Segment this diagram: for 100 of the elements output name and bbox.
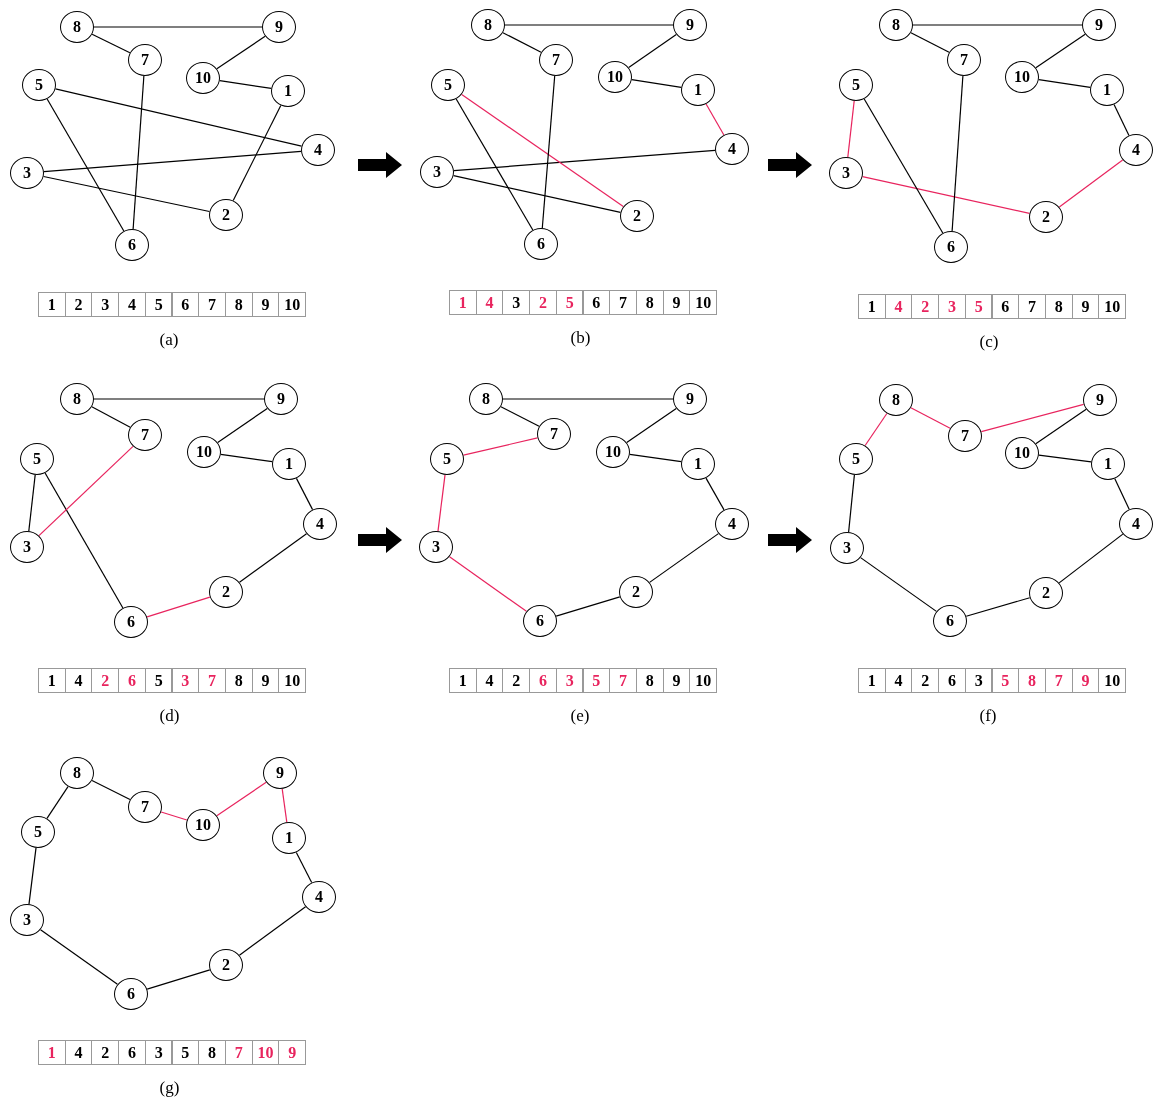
edge-line (626, 407, 677, 444)
node-circle: 5 (21, 816, 55, 848)
array-cell: 1 (38, 292, 66, 317)
panel-caption: (f) (979, 706, 997, 726)
array-cell: 8 (1018, 668, 1046, 693)
node-circle: 1 (272, 448, 306, 480)
array-cell: 6 (938, 668, 966, 693)
edge-line (502, 32, 542, 53)
edge-line (93, 26, 263, 28)
array-cell: 8 (224, 668, 253, 693)
edge-line (46, 786, 69, 819)
node-circle: 7 (128, 419, 162, 451)
array-cell: 2 (91, 668, 120, 693)
array-cell: 1 (38, 668, 66, 693)
edge-line (452, 175, 622, 213)
edge-line (1058, 533, 1124, 584)
edge-line (502, 398, 674, 400)
node-circle: 10 (186, 809, 220, 841)
node-circle: 2 (209, 199, 243, 231)
node-circle: 7 (947, 44, 981, 76)
edge-line (504, 24, 674, 26)
node-circle: 5 (20, 443, 54, 475)
array-cell: 3 (144, 1040, 173, 1065)
array-cell: 1 (858, 668, 886, 693)
node-circle: 9 (263, 757, 297, 789)
edge-line (216, 781, 267, 817)
edge-line (220, 453, 273, 463)
block-arrow (768, 527, 812, 553)
edge-line (555, 596, 621, 617)
node-circle: 8 (60, 11, 94, 43)
node-circle: 2 (209, 949, 243, 981)
array-cell: 3 (555, 668, 584, 693)
array-cell: 2 (911, 294, 940, 319)
node-circle: 4 (1119, 134, 1153, 166)
array-cell: 7 (1018, 294, 1046, 319)
array-cell: 9 (1071, 668, 1100, 693)
node-circle: 10 (598, 61, 632, 93)
edge-line (39, 929, 119, 985)
edge-line (910, 407, 951, 429)
array-cell: 4 (884, 294, 913, 319)
array-cell: 6 (991, 294, 1020, 319)
array-cell: 4 (64, 1040, 93, 1065)
edge-line (448, 556, 528, 612)
array-cell: 5 (144, 668, 173, 693)
array-cell: 10 (689, 290, 717, 315)
array-cell: 9 (662, 290, 691, 315)
edge-line (951, 75, 964, 232)
node-circle: 10 (186, 62, 220, 94)
edge-line (28, 847, 37, 905)
edge-line (461, 93, 624, 208)
edge-line (91, 406, 131, 428)
node-circle: 6 (114, 606, 148, 638)
node-circle: 10 (1005, 61, 1039, 93)
node-circle: 6 (523, 605, 557, 637)
edge-line (1113, 103, 1130, 137)
array-cell: 8 (635, 668, 664, 693)
edge-line (132, 75, 145, 230)
node-circle: 9 (262, 11, 296, 43)
edge-line (91, 779, 131, 801)
panel-caption: (b) (570, 328, 591, 348)
node-circle: 3 (10, 531, 44, 563)
block-arrow (768, 152, 812, 178)
edge-line (629, 453, 682, 463)
edge-line (847, 100, 855, 158)
node-circle: 2 (1029, 201, 1063, 233)
node-circle: 4 (302, 881, 336, 913)
edge-line (860, 557, 937, 612)
edge-line (455, 98, 534, 231)
array-cell: 5 (991, 668, 1020, 693)
array-cell: 10 (689, 668, 717, 693)
edge-line (54, 88, 303, 147)
edge-line (705, 103, 725, 136)
array-cell: 2 (911, 668, 940, 693)
node-circle: 5 (431, 69, 465, 101)
array-cell: 3 (964, 668, 993, 693)
node-circle: 4 (715, 508, 749, 540)
node-circle: 5 (22, 69, 56, 101)
node-circle: 9 (1082, 9, 1116, 41)
edge-line (912, 24, 1083, 26)
edge-line (281, 788, 288, 823)
node-circle: 8 (471, 9, 505, 41)
node-circle: 7 (539, 44, 573, 76)
node-circle: 6 (524, 228, 558, 260)
array-cell: 1 (38, 1040, 66, 1065)
array-cell: 5 (171, 1040, 200, 1065)
panel-caption: (d) (159, 706, 180, 726)
edge-line (628, 33, 677, 69)
array-cell: 1 (858, 294, 886, 319)
node-circle: 9 (1083, 384, 1117, 416)
edge-line (232, 104, 282, 202)
node-circle: 2 (619, 576, 653, 608)
node-circle: 8 (879, 9, 913, 41)
node-circle: 7 (537, 418, 571, 450)
array-cell: 7 (198, 292, 226, 317)
node-circle: 1 (272, 822, 306, 854)
block-arrow (358, 527, 402, 553)
edge-line (864, 412, 888, 447)
array-cell: 1 (449, 290, 477, 315)
node-circle: 5 (430, 443, 464, 475)
node-circle: 1 (1090, 74, 1124, 106)
